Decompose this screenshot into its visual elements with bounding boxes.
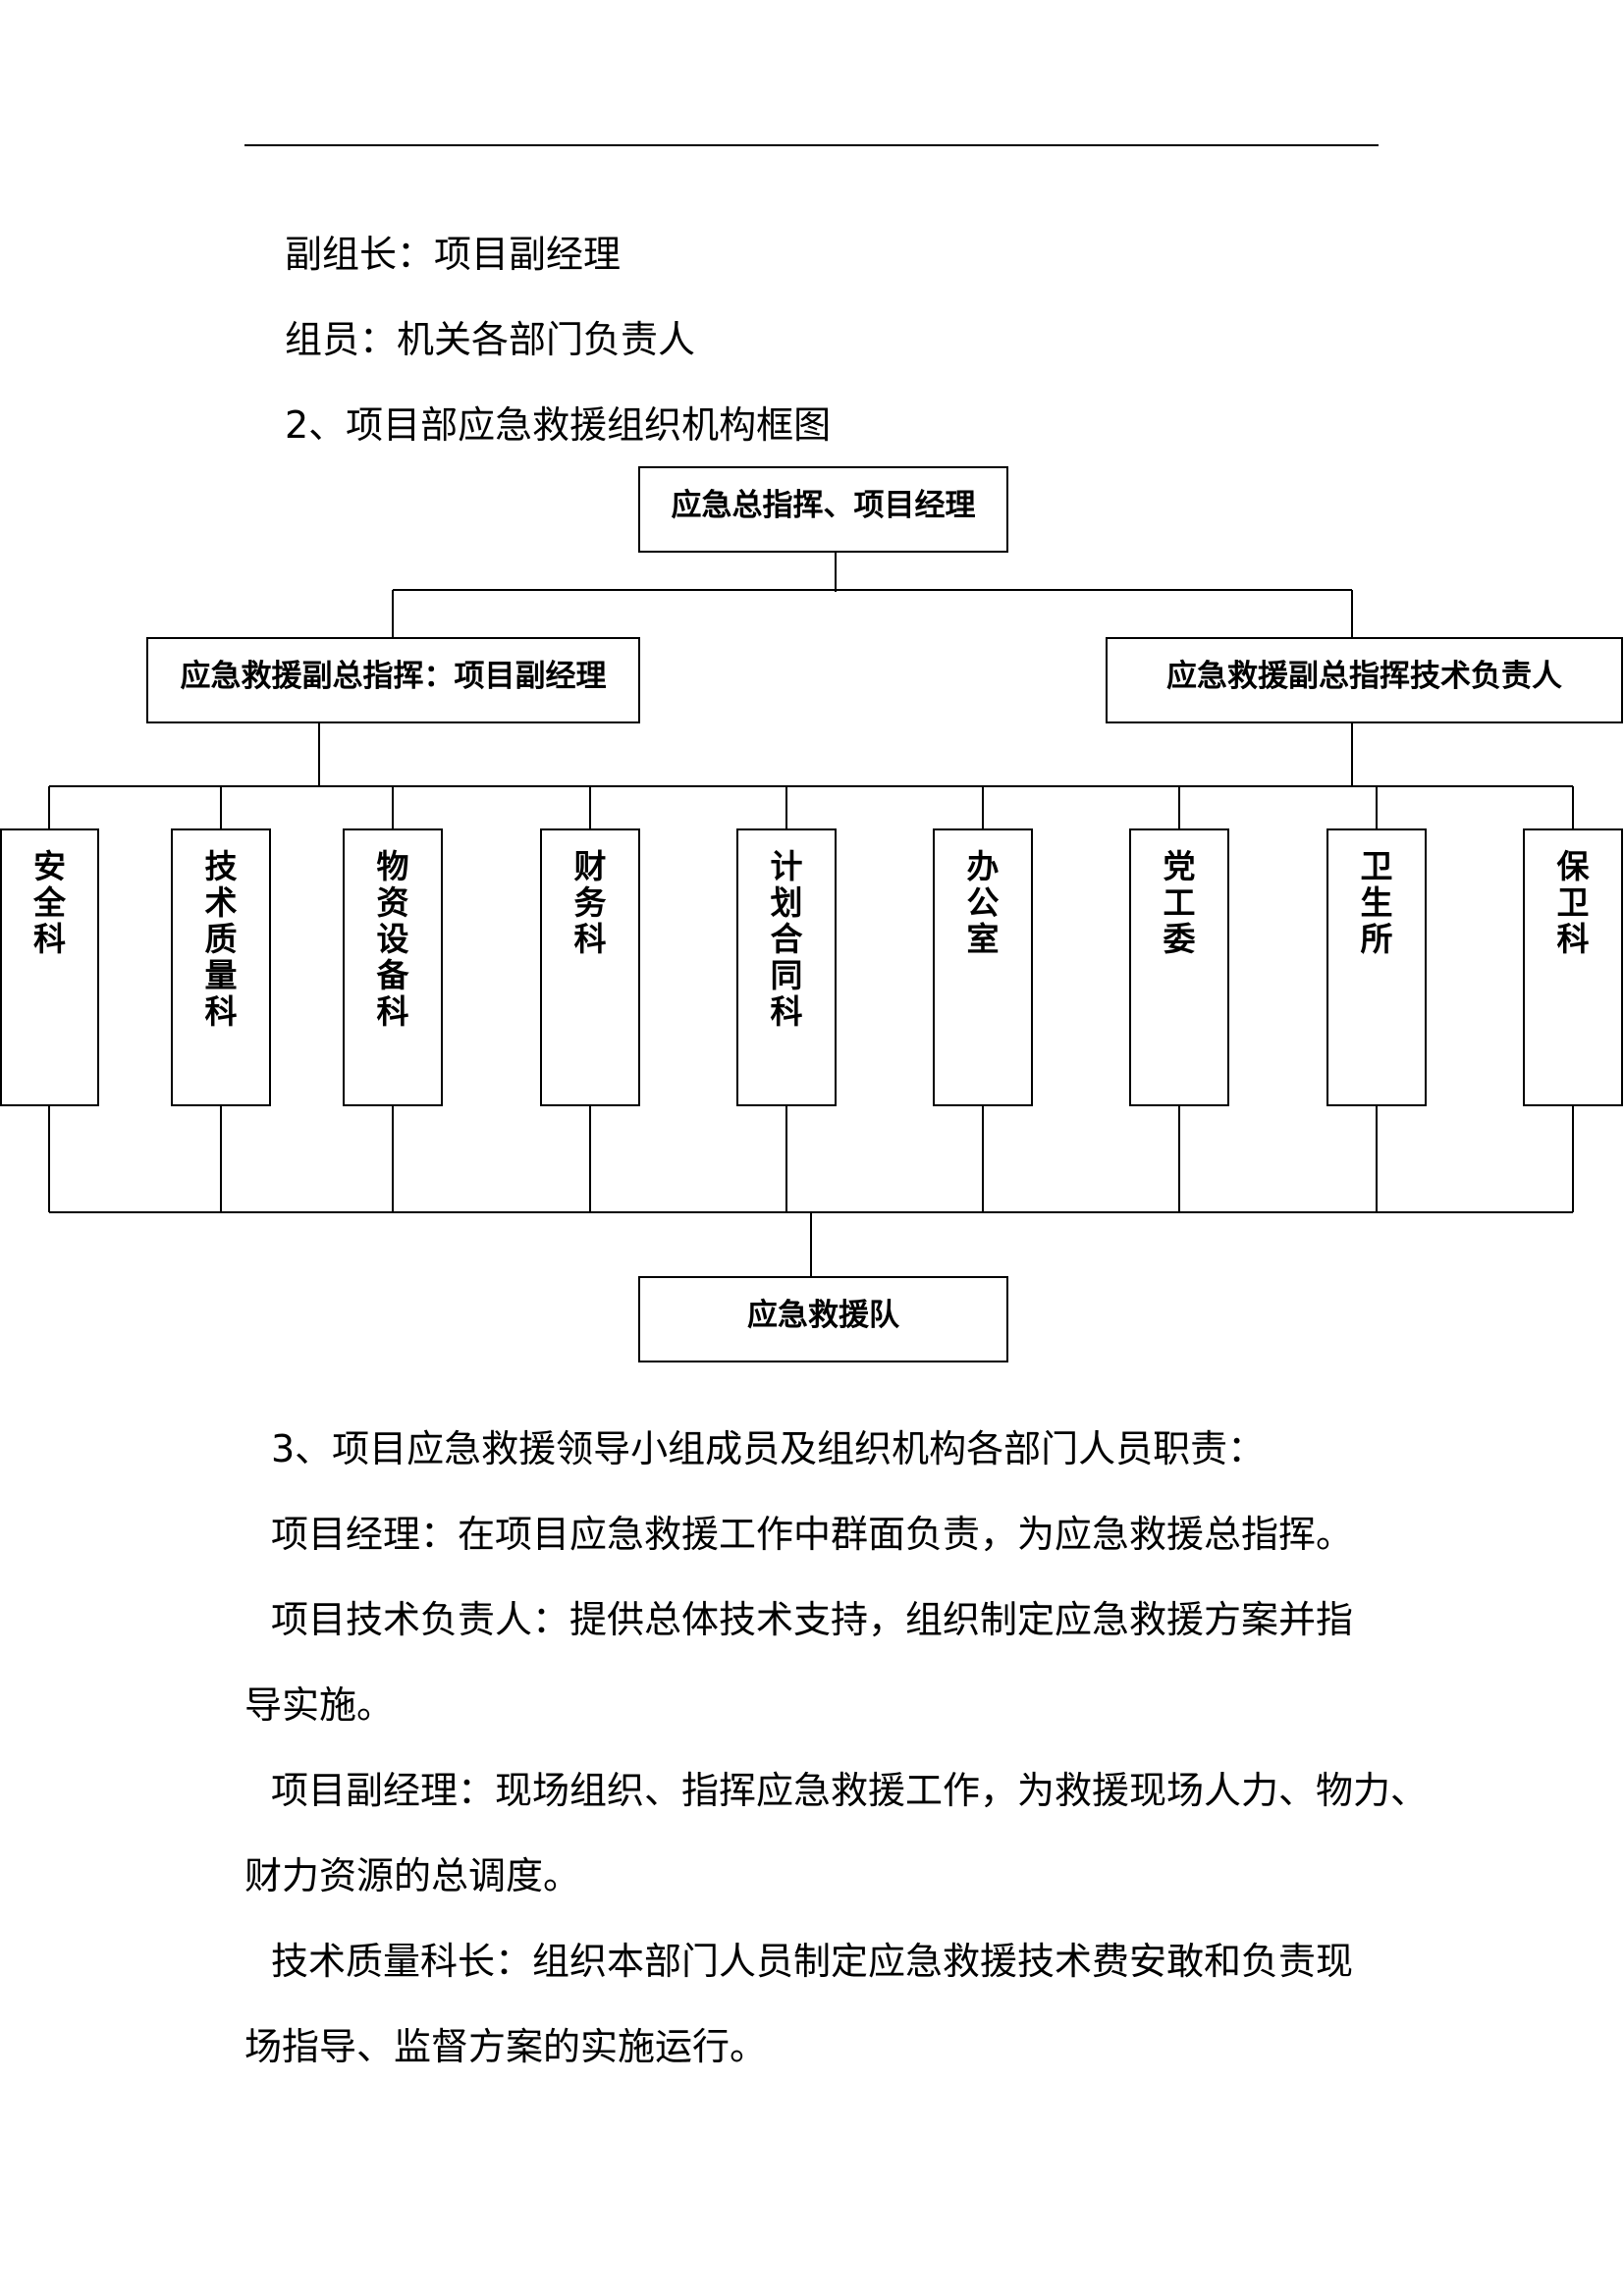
header-rule bbox=[244, 144, 1379, 146]
section-heading: 2、项目部应急救援组织机构框图 bbox=[285, 403, 832, 447]
text-line: 组员：机关各部门负责人 bbox=[285, 318, 696, 361]
text-line: 项目副经理：现场组织、指挥应急救援工作，为救援现场人力、物力、 bbox=[271, 1769, 1429, 1812]
text-line: 技术质量科长：组织本部门人员制定应急救援技术费安敢和负责现 bbox=[271, 1940, 1354, 1983]
dept-label: 保卫科 bbox=[1556, 847, 1590, 958]
text-line: 财力资源的总调度。 bbox=[244, 1854, 581, 1897]
org-box-right-deputy: 应急救援副总指挥技术负责人 bbox=[1106, 637, 1623, 723]
org-box-dept-office: 办公室 bbox=[933, 828, 1033, 1106]
text-line: 导实施。 bbox=[244, 1683, 395, 1727]
dept-label: 财务科 bbox=[573, 847, 607, 958]
org-box-dept-planning: 计划合同科 bbox=[736, 828, 837, 1106]
dept-label: 卫生所 bbox=[1360, 847, 1393, 958]
org-box-rescue-team: 应急救援队 bbox=[638, 1276, 1008, 1362]
dept-label: 党工委 bbox=[1163, 847, 1196, 958]
text-line: 项目技术负责人：提供总体技术支持，组织制定应急救援方案并指 bbox=[271, 1598, 1354, 1641]
org-box-dept-safety: 安全科 bbox=[0, 828, 99, 1106]
org-box-left-deputy: 应急救援副总指挥：项目副经理 bbox=[146, 637, 640, 723]
section-heading: 3、项目应急救援领导小组成员及组织机构各部门人员职责： bbox=[271, 1427, 1266, 1470]
dept-label: 计划合同科 bbox=[770, 847, 803, 1031]
org-box-dept-security: 保卫科 bbox=[1523, 828, 1623, 1106]
dept-label: 安全科 bbox=[33, 847, 66, 958]
dept-label: 物资设备科 bbox=[376, 847, 409, 1031]
text-line: 副组长：项目副经理 bbox=[285, 233, 622, 276]
org-box-commander: 应急总指挥、项目经理 bbox=[638, 466, 1008, 553]
org-box-dept-party: 党工委 bbox=[1129, 828, 1229, 1106]
text-line: 场指导、监督方案的实施运行。 bbox=[244, 2025, 768, 2068]
org-box-dept-clinic: 卫生所 bbox=[1326, 828, 1427, 1106]
dept-label: 办公室 bbox=[966, 847, 1000, 958]
org-box-dept-finance: 财务科 bbox=[540, 828, 640, 1106]
dept-label: 技术质量科 bbox=[204, 847, 238, 1031]
text-line: 项目经理：在项目应急救援工作中群面负责，为应急救援总指挥。 bbox=[271, 1513, 1354, 1556]
org-box-dept-tech-quality: 技术质量科 bbox=[171, 828, 271, 1106]
org-box-dept-materials: 物资设备科 bbox=[343, 828, 443, 1106]
